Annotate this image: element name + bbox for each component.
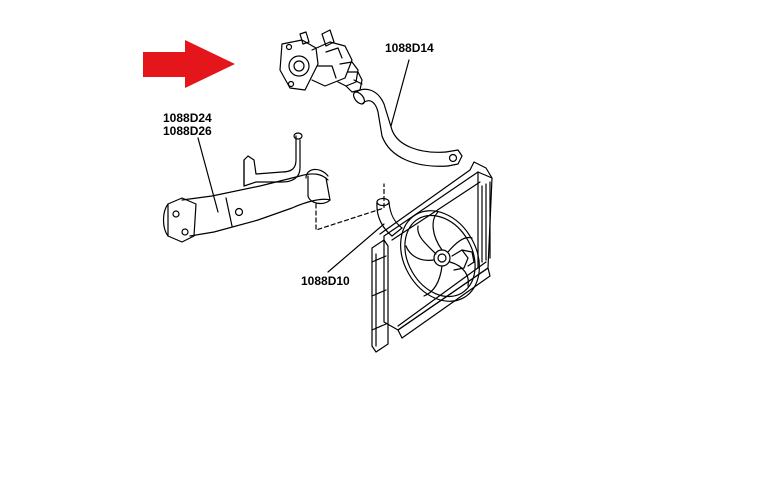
leader-1088d10 [327,223,385,273]
red-arrow-icon [143,40,235,88]
label-1088d14: 1088D14 [385,41,434,55]
label-1088d24: 1088D24 [163,111,212,125]
pipe-1088d24-d26 [162,132,385,243]
label-1088d26: 1088D26 [163,124,212,138]
radiator-fan-assembly [371,161,493,353]
label-1088d10: 1088D10 [301,274,350,288]
hose-1088d10 [376,197,403,237]
thermostat-housing [279,29,363,93]
leader-1088d24-d26 [197,137,219,213]
leader-1088d14 [390,59,410,127]
hose-1088d14 [352,88,463,167]
